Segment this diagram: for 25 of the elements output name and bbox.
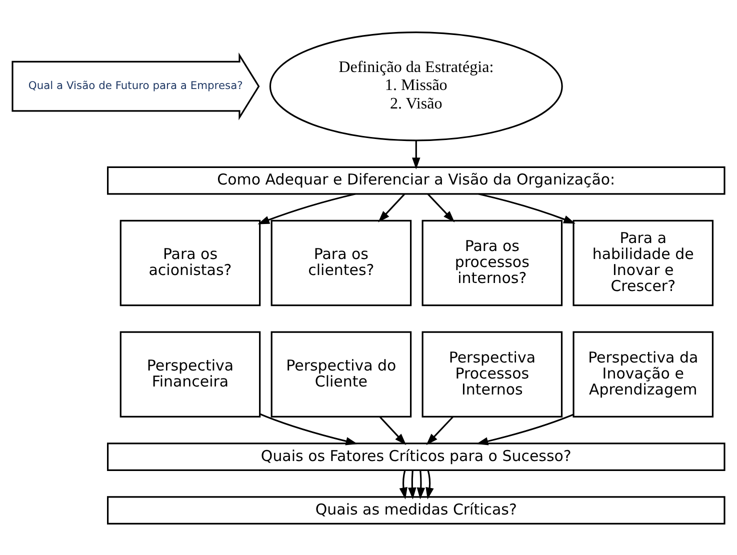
node-box: Para os processos internos? [422,219,563,306]
arrow [412,140,420,169]
arrow [426,416,454,445]
node-box: Perspectiva da Inovação e Aprendizagem [572,330,714,417]
arrow [416,470,426,499]
arrow [478,192,576,224]
node-box: Como Adequar e Diferenciar a Visão da Organização: [107,166,726,194]
node-box: Para os acionistas? [120,219,261,306]
arrow [260,412,358,445]
arrow [426,470,434,499]
arrow [258,192,356,224]
arrow [379,416,406,445]
arrow [399,470,408,499]
node-box: Quais as medidas Críticas? [107,496,726,524]
node-box: Perspectiva Processos Internos [422,330,563,417]
node-box: Para a habilidade de Inovar e Crescer? [572,219,714,306]
arrow [427,193,455,222]
node-ellipse: Definição da Estratégia: 1. Missão 2. Visão [269,30,563,141]
arrow [408,470,416,499]
node-box: Perspectiva Financeira [120,330,261,417]
node-box: Perspectiva do Cliente [270,330,412,417]
node-box: Para os clientes? [270,219,412,306]
node-box: Quais os Fatores Críticos para o Sucesso? [107,442,726,470]
arrow [378,193,406,222]
arrow [476,413,574,445]
